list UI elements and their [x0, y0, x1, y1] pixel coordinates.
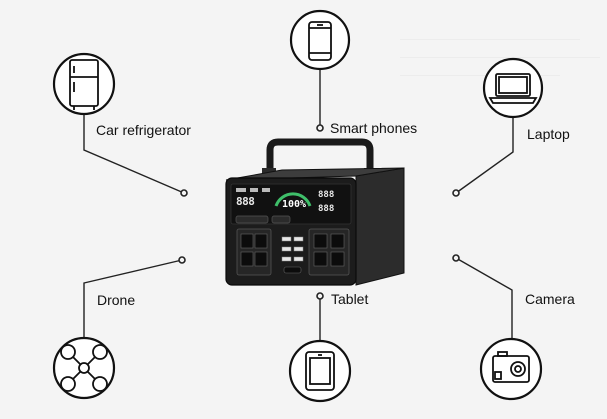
connector-camera	[455, 257, 513, 340]
label-car-refrigerator: Car refrigerator	[96, 122, 191, 138]
laptop-icon-circle	[482, 57, 544, 119]
display-battery-percent: 100%	[282, 199, 307, 210]
endpoint-dot	[316, 124, 324, 132]
camera-icon	[492, 351, 530, 383]
laptop-icon	[488, 73, 538, 104]
endpoint-dot	[178, 256, 186, 264]
tablet-icon-circle	[288, 339, 352, 403]
car-refrigerator-icon-circle	[52, 52, 116, 116]
drone-icon	[60, 344, 108, 392]
endpoint-dot	[180, 189, 188, 197]
endpoint-dot	[452, 254, 460, 262]
label-drone: Drone	[97, 292, 136, 308]
tablet-icon	[305, 351, 335, 391]
label-laptop: Laptop	[527, 126, 570, 142]
label-camera: Camera	[525, 291, 575, 307]
drone-icon-circle	[52, 336, 116, 400]
background-text	[400, 28, 600, 108]
label-tablet: Tablet	[331, 291, 369, 307]
connector-drone	[83, 259, 183, 340]
label-smart-phones: Smart phones	[330, 120, 418, 136]
power-station	[225, 138, 405, 286]
connector-car-refrigerator	[83, 112, 185, 194]
display-right-top-readout: 888	[318, 190, 335, 200]
fridge-icon	[69, 59, 99, 110]
display-right-bottom-readout: 888	[318, 204, 335, 214]
display-left-readout: 888	[236, 195, 255, 208]
endpoint-dot	[316, 292, 324, 300]
smart-phones-icon-circle	[289, 9, 351, 71]
connector-laptop	[455, 116, 514, 194]
smartphone-icon	[308, 21, 332, 61]
endpoint-dot	[452, 189, 460, 197]
